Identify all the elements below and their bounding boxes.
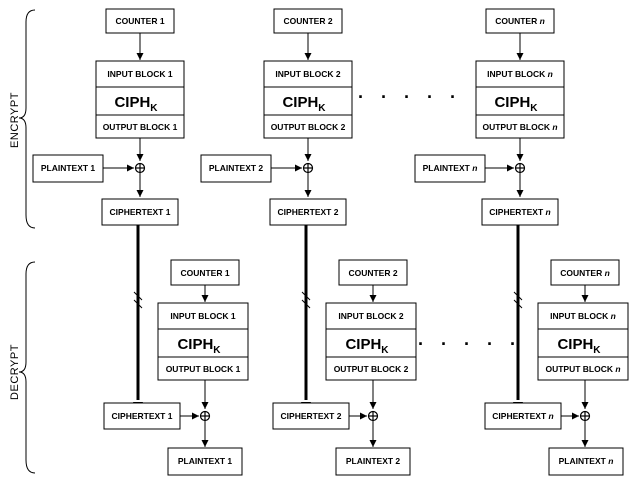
output-block-box [325,356,417,381]
ciphertext-box [101,198,179,226]
output-block-label: OUTPUT BLOCK n [545,364,620,374]
cipher-function-label: CIPHK [345,336,389,356]
plaintext-box [32,154,104,183]
counter-label: COUNTER n [560,268,610,278]
counter-label: COUNTER 1 [115,16,164,26]
output-block-label: OUTPUT BLOCK 1 [166,364,241,374]
cipher-function-label: CIPHK [114,94,158,114]
encrypt-column-1: COUNTER 1 INPUT BLOCK 1 CIPHK OUTPUT BLOCK … [32,8,185,226]
counter-box [550,259,620,286]
output-block-label: OUTPUT BLOCK 1 [103,122,178,132]
decrypt-brace [18,261,36,474]
encrypt-section: COUNTER 1 INPUT BLOCK 1 CIPHK OUTPUT BLOCK … [32,8,565,226]
xor-icon [199,410,211,422]
input-block-box [95,60,185,88]
output-block-label: OUTPUT BLOCK 2 [334,364,409,374]
xor-icon [302,162,314,174]
cipher-function-label: CIPHK [177,336,221,356]
counter-label: COUNTER 2 [283,16,332,26]
output-block-label: OUTPUT BLOCK 2 [271,122,346,132]
xor-icon [134,162,146,174]
decrypt-section: COUNTER 1 INPUT BLOCK 1 CIPHK OUTPUT BLOCK … [103,225,629,476]
plaintext-box [167,447,243,476]
output-block-box [537,356,629,381]
cipher-function-label: CIPHK [494,94,538,114]
plaintext-label: PLAINTEXT n [423,163,478,173]
encrypt-column-3: COUNTER n INPUT BLOCK n CIPHK OUTPUT BLOCK … [414,8,565,226]
decrypt-column-3: COUNTER n INPUT BLOCK n CIPHK OUTPUT BLOCK … [484,225,629,476]
input-block-label: INPUT BLOCK n [550,311,616,321]
plaintext-label: PLAINTEXT 2 [209,163,264,173]
plaintext-label: PLAINTEXT 1 [41,163,96,173]
counter-box [273,8,343,34]
ciphertext-label: CIPHERTEXT 2 [278,207,339,217]
input-block-box [537,302,629,330]
input-block-box [325,302,417,330]
input-block-label: INPUT BLOCK n [487,69,553,79]
ciphertext-box [481,198,559,226]
output-block-box [157,356,249,381]
plaintext-box [548,447,624,476]
xor-icon [514,162,526,174]
counter-label: COUNTER 1 [180,268,229,278]
input-block-box [157,302,249,330]
break-mark [301,299,311,309]
cipher-function-box [475,86,565,116]
decrypt-label: DECRYPT [9,344,21,400]
plaintext-label: PLAINTEXT n [559,456,614,466]
break-mark [301,291,311,301]
xor-icon [367,410,379,422]
encrypt-brace [18,9,36,229]
plaintext-box [200,154,272,183]
plaintext-box [335,447,411,476]
counter-box [338,259,408,286]
break-mark [513,291,523,301]
input-block-label: INPUT BLOCK 1 [107,69,172,79]
cipher-function-box [537,328,629,358]
input-block-label: INPUT BLOCK 2 [338,311,403,321]
counter-box [105,8,175,34]
output-block-label: OUTPUT BLOCK n [482,122,557,132]
decrypt-ellipsis: · · · · · [418,334,522,354]
counter-label: COUNTER n [495,16,545,26]
ciphertext-label: CIPHERTEXT n [489,207,550,217]
ciphertext-label: CIPHERTEXT 1 [112,411,173,421]
cipher-function-box [157,328,249,358]
break-mark [513,299,523,309]
counter-label: COUNTER 2 [348,268,397,278]
input-block-label: INPUT BLOCK 1 [170,311,235,321]
plaintext-label: PLAINTEXT 1 [178,456,233,466]
input-block-label: INPUT BLOCK 2 [275,69,340,79]
decrypt-column-2: COUNTER 2 INPUT BLOCK 2 CIPHK OUTPUT BLOCK … [272,225,417,476]
encrypt-label: ENCRYPT [9,92,21,148]
ciphertext-label: CIPHERTEXT n [492,411,553,421]
cipher-function-label: CIPHK [557,336,601,356]
xor-icon [579,410,591,422]
cipher-function-box [263,86,353,116]
ciphertext-label: CIPHERTEXT 2 [281,411,342,421]
decrypt-column-1: COUNTER 1 INPUT BLOCK 1 CIPHK OUTPUT BLOCK … [103,225,249,476]
plaintext-label: PLAINTEXT 2 [346,456,401,466]
input-block-box [475,60,565,88]
ciphertext-box [269,198,347,226]
break-mark [133,299,143,309]
encrypt-column-2: COUNTER 2 INPUT BLOCK 2 CIPHK OUTPUT BLOCK … [200,8,353,226]
encrypt-ellipsis: · · · · · [358,87,462,107]
cipher-function-label: CIPHK [282,94,326,114]
counter-box [485,8,555,34]
break-mark [133,291,143,301]
ciphertext-box [484,402,562,430]
ciphertext-label: CIPHERTEXT 1 [110,207,171,217]
